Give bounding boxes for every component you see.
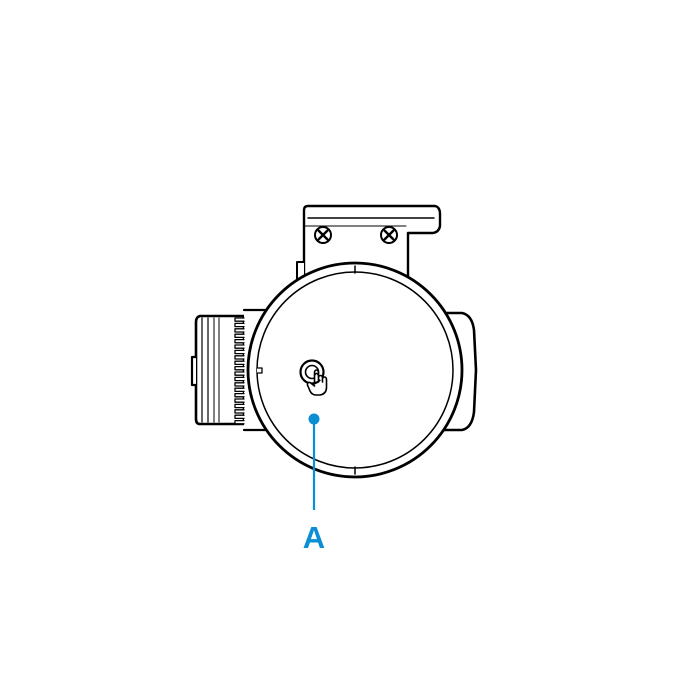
lens-tooth bbox=[234, 387, 245, 393]
callout-a-label: A bbox=[303, 520, 325, 555]
lens-tooth bbox=[234, 371, 245, 376]
lens-tooth bbox=[234, 349, 245, 355]
lens-tooth bbox=[234, 414, 245, 420]
lens-tooth bbox=[234, 328, 245, 333]
lens-tooth bbox=[234, 365, 245, 371]
dash-camera bbox=[190, 204, 478, 479]
camera-body bbox=[246, 261, 464, 479]
lens-tooth bbox=[234, 338, 245, 344]
lens-tooth bbox=[234, 322, 245, 328]
touch-button-icon bbox=[299, 359, 328, 396]
lens-tooth bbox=[234, 398, 245, 403]
lens-tooth bbox=[234, 317, 245, 322]
callout-a: A bbox=[303, 413, 325, 555]
lens-focus-ring-teeth bbox=[234, 317, 245, 425]
lens-tooth bbox=[234, 403, 245, 409]
screw-right-icon bbox=[380, 226, 398, 244]
lens-tooth bbox=[234, 344, 245, 349]
lens-tooth bbox=[234, 409, 245, 414]
lens-tooth bbox=[234, 333, 245, 339]
screw-left-icon bbox=[314, 226, 332, 244]
lens-tooth bbox=[234, 419, 245, 425]
lens-tooth bbox=[234, 392, 245, 398]
lens-tooth bbox=[234, 382, 245, 387]
lens-tooth bbox=[234, 376, 245, 382]
lens-tooth bbox=[234, 355, 245, 360]
lens-tooth bbox=[234, 360, 245, 366]
